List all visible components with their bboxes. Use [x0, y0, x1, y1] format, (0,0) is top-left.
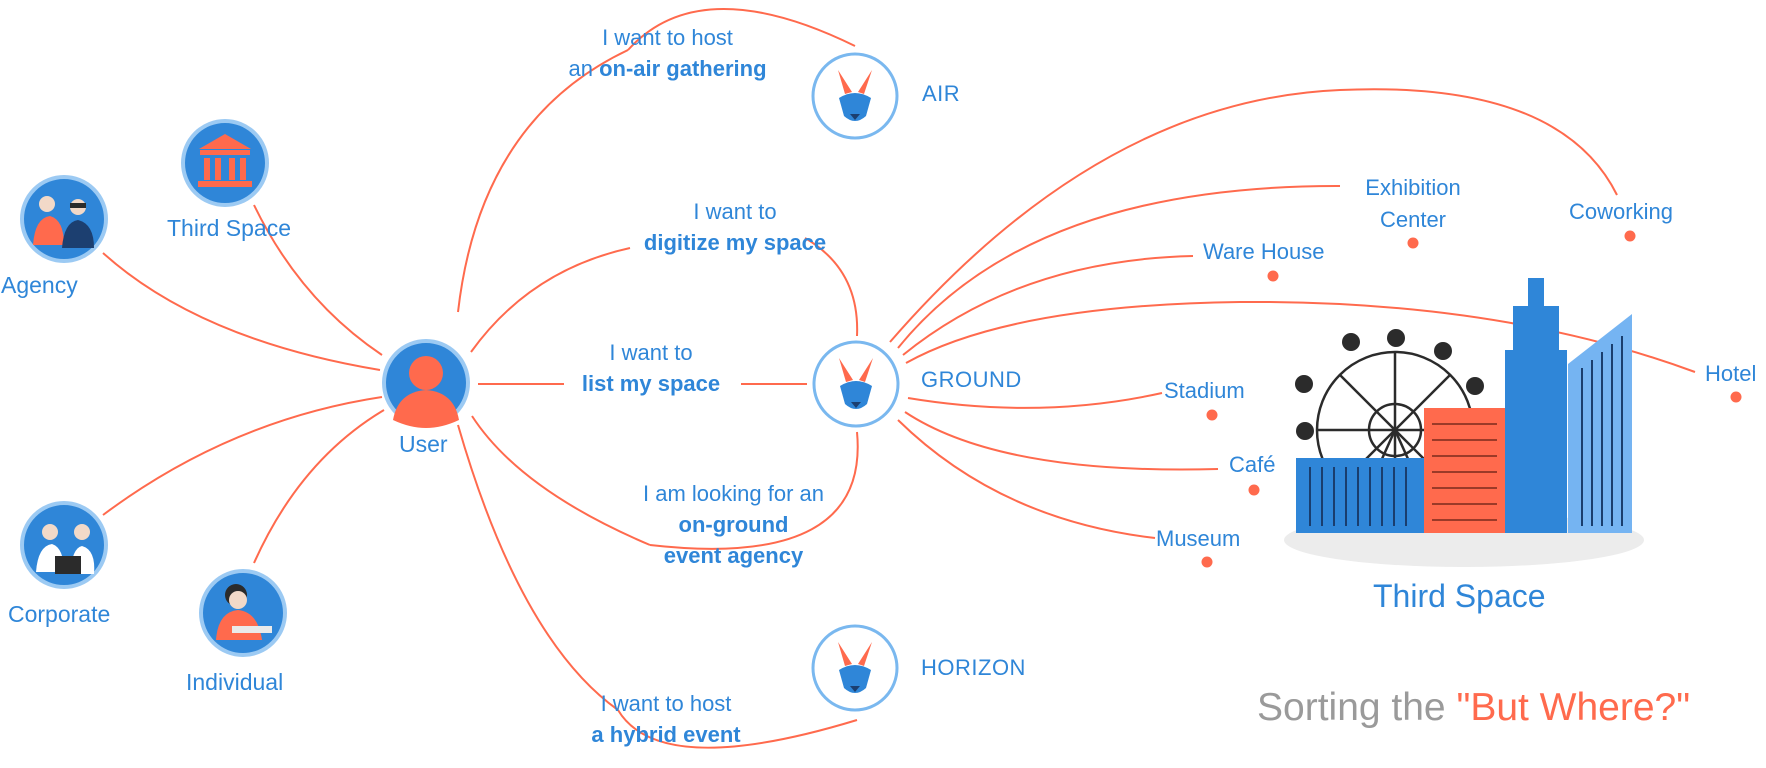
- corporate-people-icon: [20, 501, 108, 589]
- connector-ground-exhibition: [897, 184, 1341, 349]
- venue-dot-museum: [1201, 556, 1213, 568]
- intent-on-air-second-line: an on-air gathering: [540, 53, 795, 84]
- intent-on-air-bold: on-air gathering: [599, 56, 767, 81]
- venue-dot-hotel: [1730, 391, 1742, 403]
- persona-label-third-space: Third Space: [167, 215, 292, 241]
- persona-circles: [20, 119, 287, 657]
- connector-individual-user: [253, 409, 385, 564]
- connector-user-digitize: [470, 247, 631, 353]
- horizon-rabbit-icon: [811, 624, 899, 712]
- building-pillars-icon: [181, 119, 269, 207]
- intent-hybrid: I want to host a hybrid event: [556, 688, 776, 750]
- intent-on-air-prefix: an: [568, 56, 600, 81]
- persona-label-agency: Agency: [1, 272, 78, 298]
- hub-label-horizon: HORIZON: [921, 655, 1026, 680]
- venue-dots: [1201, 230, 1742, 568]
- venue-label-cafe: Café: [1229, 452, 1276, 477]
- connector-agency-user: [102, 252, 381, 371]
- intent-list: I want to list my space: [551, 337, 751, 399]
- city-skyline-icon: [1284, 278, 1644, 567]
- intent-list-bold: list my space: [581, 371, 721, 396]
- venue-exhibition-line2: Center: [1379, 207, 1447, 232]
- venue-dot-stadium: [1206, 409, 1218, 421]
- venue-label-museum: Museum: [1156, 526, 1241, 551]
- intent-digitize: I want to digitize my space: [600, 196, 870, 258]
- venue-label-warehouse: Ware House: [1203, 239, 1325, 264]
- connector-ground-hotel: [905, 300, 1696, 373]
- air-rabbit-icon: [811, 52, 899, 140]
- intent-agency-regular: I am looking for an: [643, 481, 824, 506]
- intent-hybrid-regular: I want to host: [600, 691, 732, 716]
- hub-label-ground: GROUND: [921, 367, 1022, 392]
- tagline-prefix: Sorting the: [1257, 686, 1457, 729]
- connector-user-agency: [471, 415, 651, 546]
- connector-ground-coworking: [889, 88, 1618, 343]
- intent-agency-bold: on-ground: [678, 512, 789, 537]
- intent-digitize-regular: I want to: [693, 199, 777, 224]
- individual-person-icon: [199, 569, 287, 657]
- intent-on-air-regular: I want to host: [602, 25, 733, 50]
- venue-label-stadium: Stadium: [1164, 378, 1245, 403]
- connector-thirdspace-user: [253, 204, 383, 356]
- connector-ground-stadium: [907, 392, 1163, 409]
- connector-onair-air: [627, 8, 856, 51]
- venue-dot-cafe: [1248, 484, 1260, 496]
- connector-ground-warehouse: [902, 255, 1194, 356]
- venue-dot-exhibition: [1407, 237, 1419, 249]
- intent-agency-bold2: event agency: [663, 543, 804, 568]
- connector-user-onair: [457, 49, 629, 313]
- intent-hybrid-bold: a hybrid event: [591, 722, 741, 747]
- user-avatar-icon: [382, 339, 470, 428]
- connector-ground-museum: [897, 419, 1156, 539]
- venue-label-hotel: Hotel: [1705, 361, 1757, 386]
- persona-label-corporate: Corporate: [8, 601, 111, 627]
- connector-ground-cafe: [904, 411, 1219, 471]
- intent-agency: I am looking for an on-ground event agen…: [606, 478, 861, 571]
- tagline-quoted: "But Where?": [1456, 686, 1691, 729]
- venue-exhibition-line1: Exhibition: [1365, 175, 1461, 200]
- hub-circles: [811, 52, 900, 712]
- hub-label-air: AIR: [922, 81, 961, 106]
- persona-label-individual: Individual: [186, 669, 284, 695]
- connector-corporate-user: [102, 396, 383, 516]
- connector-user-hybrid: [457, 424, 619, 711]
- connector-agency-ground: [649, 431, 859, 550]
- user-label: User: [399, 431, 448, 457]
- venue-label-exhibition: Exhibition Center: [1343, 172, 1483, 236]
- ground-rabbit-icon: [812, 340, 900, 428]
- venue-dot-coworking: [1624, 230, 1636, 242]
- third-space-title: Third Space: [1373, 578, 1546, 614]
- agency-people-icon: [20, 175, 108, 263]
- intent-digitize-bold: digitize my space: [643, 230, 827, 255]
- venue-dot-warehouse: [1267, 270, 1279, 282]
- connector-hybrid-horizon: [617, 709, 858, 749]
- tagline: Sorting the "But Where?": [1257, 686, 1690, 730]
- connector-lines: [102, 8, 1696, 749]
- connector-digitize-ground: [804, 237, 859, 337]
- intent-list-regular: I want to: [609, 340, 693, 365]
- venue-label-coworking: Coworking: [1569, 199, 1673, 224]
- intent-on-air: I want to host an on-air gathering: [540, 22, 795, 84]
